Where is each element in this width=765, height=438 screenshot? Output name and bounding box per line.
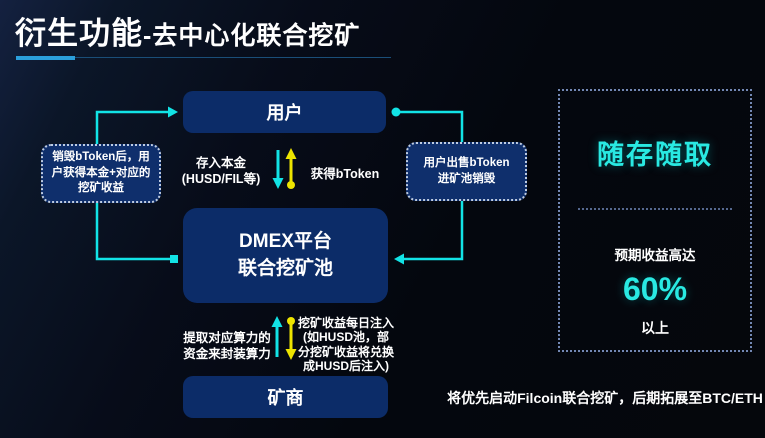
deposit-arrow-icon: [272, 150, 284, 189]
withdraw-arrow-icon: [271, 316, 283, 357]
benefit-headline: 随存随取: [597, 140, 713, 170]
expected-yield-suffix: 以上: [641, 320, 669, 336]
node-user: 用户: [183, 91, 386, 133]
note-burn-btoken: 销毁bToken后，用 户获得本金+对应的 挖矿收益: [41, 144, 161, 203]
label-deposit-principal: 存入本金 (HUSD/FIL等): [181, 156, 261, 186]
page-title-sub: -去中心化联合挖矿: [143, 22, 361, 50]
label-receive-btoken: 获得bToken: [310, 167, 380, 181]
label-withdraw-hashpower: 提取对应算力的 资金来封装算力: [183, 331, 271, 362]
node-dmex-pool: DMEX平台 联合挖矿池: [183, 208, 388, 303]
expected-yield-label: 预期收益高达: [614, 248, 696, 263]
income-arrow-icon: [285, 317, 297, 360]
title-underline-rule: [75, 57, 391, 58]
node-miner: 矿商: [183, 376, 388, 418]
panel-divider: [578, 208, 732, 210]
benefit-panel: 随存随取 预期收益高达 60% 以上: [558, 89, 752, 352]
page-title-main: 衍生功能: [15, 16, 143, 51]
title-underline-accent: [16, 56, 75, 60]
receive-arrow-icon: [285, 148, 297, 189]
label-mining-income: 挖矿收益每日注入 (如HUSD池，部 分挖矿收益将兑换 成HUSD后注入): [297, 316, 394, 374]
expected-yield-value: 60%: [622, 271, 688, 307]
page-title: 衍生功能-去中心化联合挖矿: [15, 8, 360, 53]
footnote: 将优先启动Filcoin联合挖矿，后期拓展至BTC/ETH: [447, 390, 763, 406]
note-sell-btoken: 用户出售bToken 进矿池销毁: [406, 142, 527, 201]
